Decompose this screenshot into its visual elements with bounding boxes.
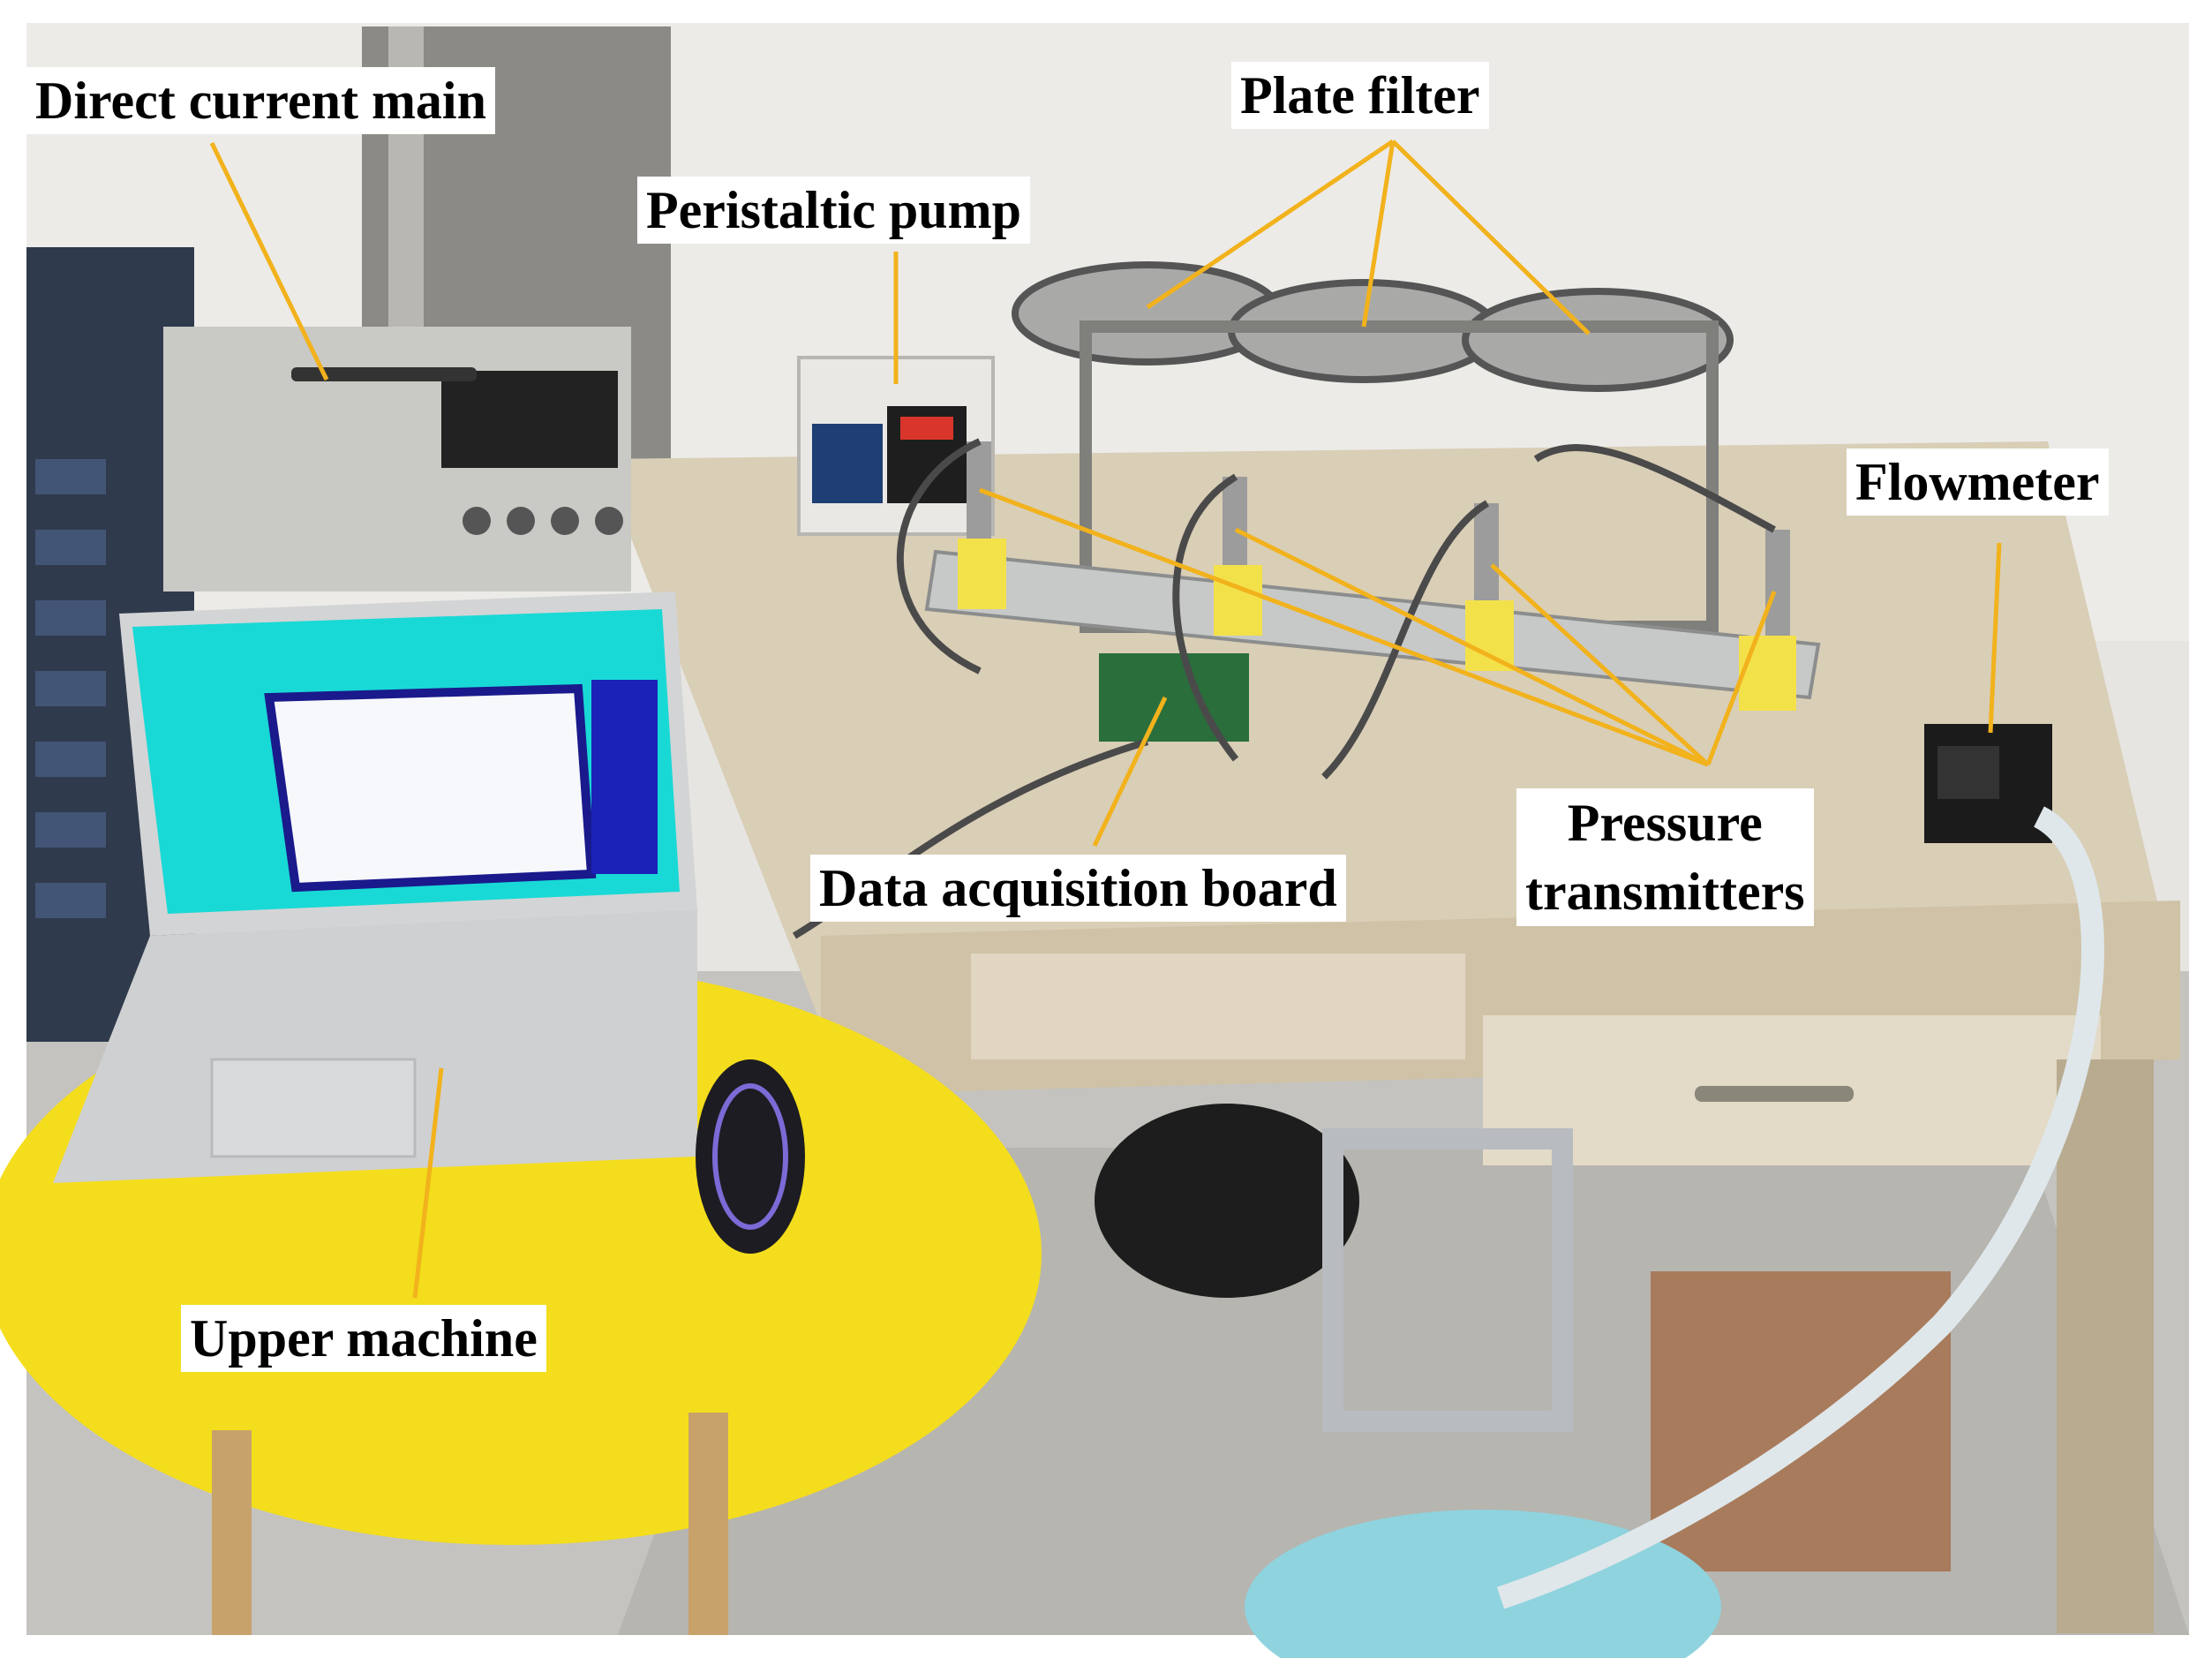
label-pressure-line-2: transmitters bbox=[1525, 863, 1805, 921]
flowmeter-display bbox=[1937, 746, 1999, 799]
label-flowmeter: Flowmeter bbox=[1847, 448, 2109, 516]
laptop-screen-sidebar bbox=[591, 680, 658, 874]
leader-plate-filter-3 bbox=[1391, 139, 1591, 335]
cable-coil bbox=[1095, 1104, 1359, 1298]
leader-plate-filter-2 bbox=[1361, 140, 1396, 328]
plate-filters bbox=[1012, 261, 1734, 633]
power-supply-display bbox=[441, 371, 618, 468]
desk-leg-right bbox=[2057, 1059, 2154, 1633]
cardboard-box bbox=[1651, 1271, 1951, 1571]
storage-drawers bbox=[35, 459, 106, 918]
leader-plate-filter-1 bbox=[1146, 139, 1395, 310]
leader-pressure-4 bbox=[1705, 591, 1777, 765]
desk-drawer-handle bbox=[1695, 1086, 1854, 1102]
label-direct-current-main: Direct current main bbox=[26, 67, 495, 134]
label-pressure-line-1: Pressure bbox=[1567, 794, 1763, 852]
desk-drawer-left bbox=[971, 953, 1465, 1059]
label-peristaltic-pump: Peristaltic pump bbox=[637, 177, 1030, 244]
leader-data-board bbox=[1092, 696, 1168, 848]
leader-flowmeter bbox=[1988, 542, 2002, 734]
pump-head bbox=[812, 424, 883, 503]
clear-tube bbox=[1496, 806, 2104, 1609]
leader-dc-main bbox=[209, 141, 329, 381]
data-acquisition-board-body bbox=[1099, 653, 1249, 742]
leader-pressure-2 bbox=[1234, 527, 1710, 767]
pump-display bbox=[900, 417, 953, 440]
metal-stand bbox=[1322, 1128, 1573, 1432]
leader-lines bbox=[209, 139, 2002, 1299]
laptop-screen-plot bbox=[264, 683, 597, 893]
label-plate-filter: Plate filter bbox=[1231, 62, 1489, 129]
table-legs bbox=[212, 1413, 728, 1635]
leader-upper-machine bbox=[412, 1067, 444, 1299]
leader-pressure-3 bbox=[1490, 563, 1710, 766]
power-supply-handle bbox=[291, 367, 477, 381]
label-upper-machine: Upper machine bbox=[181, 1305, 546, 1372]
label-pressure-transmitters: Pressure transmitters bbox=[1516, 788, 1814, 926]
transmitter-clamps bbox=[958, 539, 1796, 711]
power-supply-knobs bbox=[463, 507, 623, 535]
label-data-acquisition-board: Data acquisition board bbox=[810, 855, 1346, 922]
pressure-transmitters bbox=[967, 441, 1790, 636]
laptop-touchpad bbox=[210, 1058, 417, 1158]
leader-pressure-1 bbox=[979, 487, 1709, 767]
mouse-led bbox=[712, 1083, 788, 1230]
